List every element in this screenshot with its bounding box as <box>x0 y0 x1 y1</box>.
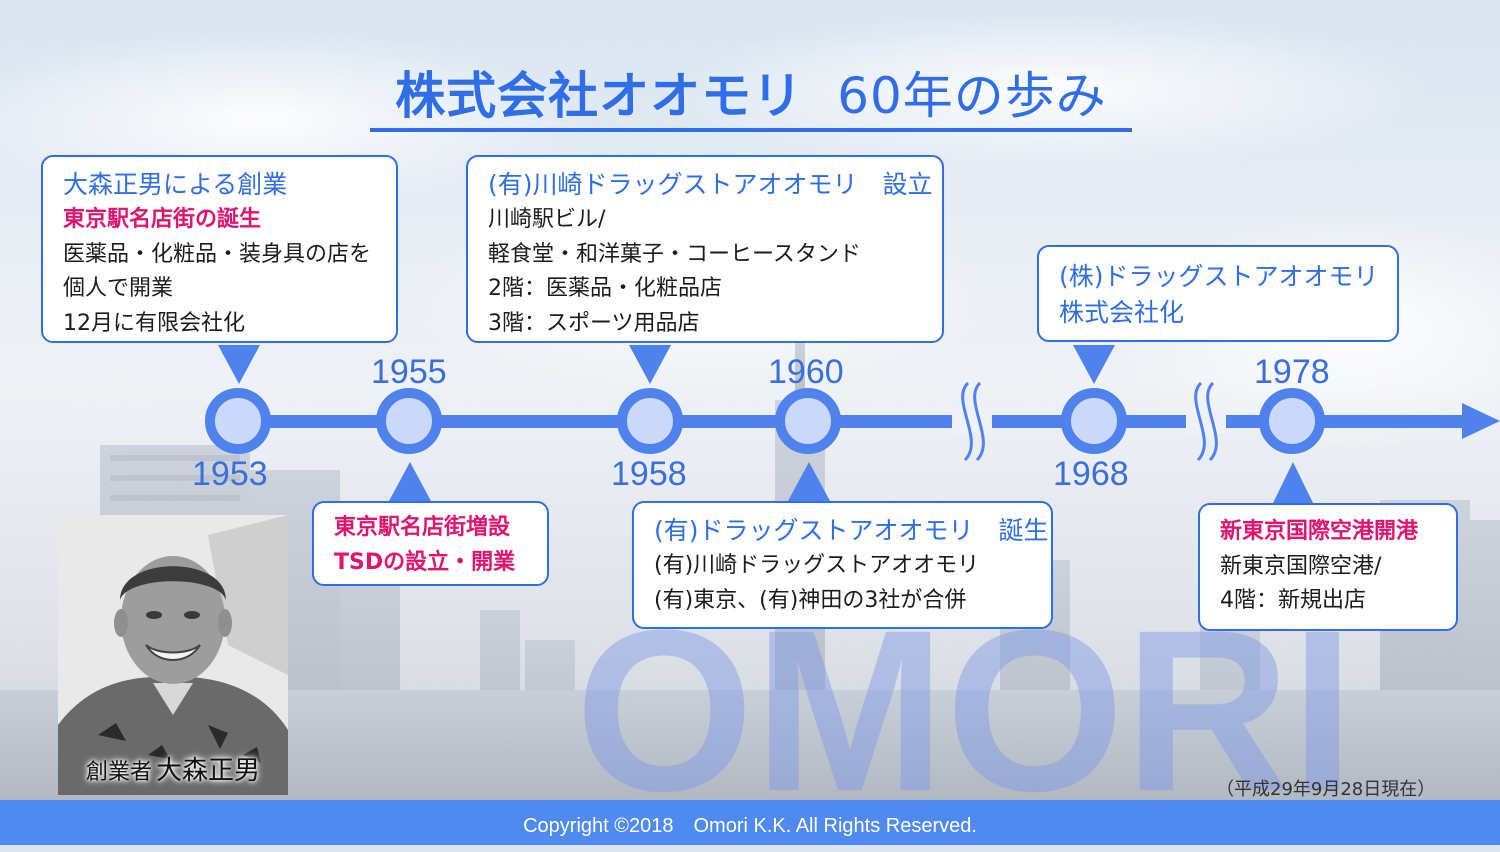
event-line: 4階：新規出店 <box>1220 588 1366 613</box>
event-line: 川崎駅ビル/ <box>488 207 606 232</box>
event-heading: (株)ドラッグストアオオモリ <box>1059 262 1379 291</box>
year-label-1978: 1978 <box>1254 353 1330 391</box>
event-highlight: TSDの設立・開業 <box>334 549 516 575</box>
callout-pointer <box>218 345 260 384</box>
callout-pointer <box>788 462 830 501</box>
event-line: 個人で開業 <box>63 276 174 301</box>
callout-1958: (有)川崎ドラッグストアオオモリ 設立 川崎駅ビル/ 軽食堂・和洋菓子・コーヒー… <box>466 155 944 343</box>
node-1958 <box>617 388 683 454</box>
founder-caption: 創業者大森正男 <box>58 750 288 787</box>
callout-1968: (株)ドラッグストアオオモリ 株式会社化 <box>1037 245 1399 342</box>
year-label-1955: 1955 <box>371 353 447 391</box>
callout-pointer <box>1272 462 1314 505</box>
timeline-arrow-icon <box>1462 403 1500 439</box>
callout-1955: 東京駅名店街増設 TSDの設立・開業 <box>312 501 549 586</box>
title-sub: 60年の歩み <box>837 67 1107 125</box>
event-highlight: 東京駅名店街増設 <box>334 515 511 540</box>
title-main: 株式会社オオモリ <box>395 67 804 125</box>
callout-1960: (有)ドラッグストアオオモリ 誕生 (有)川崎ドラッグストアオオモリ (有)東京… <box>632 501 1053 629</box>
callout-1953: 大森正男による創業 東京駅名店街の誕生 医薬品・化粧品・装身具の店を 個人で開業… <box>41 155 398 343</box>
footer-copyright: Copyright ©2018 Omori K.K. All Rights Re… <box>0 800 1500 845</box>
event-line: (有)東京、(有)神田の3社が合併 <box>654 587 967 613</box>
as-of-date: （平成29年9月28日現在） <box>1216 779 1436 800</box>
node-1960 <box>775 388 841 454</box>
founder-label: 創業者 <box>85 760 152 785</box>
founder-name: 大森正男 <box>156 756 261 786</box>
timeline-nodes <box>205 388 1325 454</box>
event-line: 12月に有限会社化 <box>63 310 245 336</box>
callout-pointer <box>1073 345 1115 384</box>
node-1978 <box>1259 388 1325 454</box>
title-underline <box>370 128 1132 132</box>
event-heading: (有)ドラッグストアオオモリ 誕生 <box>654 516 1049 545</box>
node-1955 <box>376 388 442 454</box>
break-mark-icon <box>952 381 992 462</box>
event-line: 軽食堂・和洋菓子・コーヒースタンド <box>488 241 861 267</box>
year-label-1960: 1960 <box>768 353 844 391</box>
event-line: 2階：医薬品・化粧品店 <box>488 276 722 301</box>
event-heading: 株式会社化 <box>1059 298 1185 327</box>
callout-pointer <box>629 345 671 384</box>
year-label-1953: 1953 <box>192 455 268 493</box>
callout-pointer <box>389 462 431 501</box>
event-heading: (有)川崎ドラッグストアオオモリ 設立 <box>488 170 933 199</box>
event-highlight: 新東京国際空港開港 <box>1220 519 1419 544</box>
founder-photo: 創業者大森正男 <box>58 515 288 795</box>
event-line: (有)川崎ドラッグストアオオモリ <box>654 553 980 578</box>
page-title: 株式会社オオモリ 60年の歩み <box>370 56 1132 132</box>
event-line: 新東京国際空港/ <box>1220 553 1382 579</box>
event-line: 3階：スポーツ用品店 <box>488 310 700 336</box>
break-mark-icon <box>1186 381 1226 462</box>
node-1953 <box>205 388 271 454</box>
timeline-axis <box>230 415 1470 428</box>
founder-portrait-image <box>58 515 288 795</box>
event-line: 医薬品・化粧品・装身具の店を <box>63 241 372 267</box>
year-label-1958: 1958 <box>611 455 687 493</box>
event-heading: 大森正男による創業 <box>63 170 288 199</box>
node-1968 <box>1061 388 1127 454</box>
year-label-1968: 1968 <box>1053 455 1129 493</box>
event-highlight: 東京駅名店街の誕生 <box>63 207 262 232</box>
callout-1978: 新東京国際空港開港 新東京国際空港/ 4階：新規出店 <box>1198 503 1458 631</box>
